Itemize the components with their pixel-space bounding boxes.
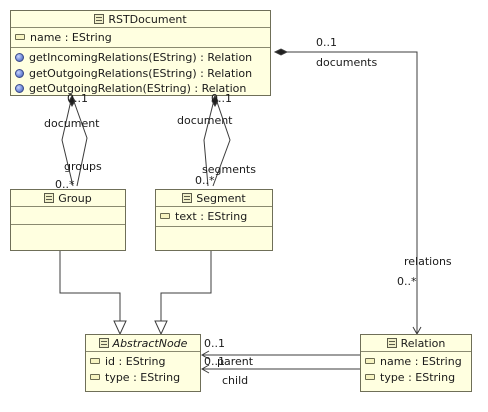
attribute-section: id : EString type : EString — [86, 352, 200, 387]
class-segment[interactable]: Segment text : EString — [155, 189, 273, 251]
segments-composition-diamond — [211, 95, 219, 107]
relations-multiplicity: 0..* — [397, 275, 417, 288]
class-header: AbstractNode — [86, 335, 200, 352]
operation-icon — [15, 68, 24, 78]
attribute-text: type : EString — [380, 370, 456, 384]
class-header: Relation — [361, 335, 471, 352]
attribute-text: id : EString — [105, 354, 166, 368]
attribute-icon — [15, 34, 25, 40]
attribute-icon — [365, 374, 375, 380]
class-header: Group — [11, 190, 125, 207]
class-header: RSTDocument — [11, 11, 270, 28]
attribute-row[interactable]: type : EString — [86, 369, 200, 385]
segments-role: segments — [202, 163, 256, 176]
child-multiplicity: 0..1 — [204, 355, 225, 368]
attribute-text: name : EString — [380, 354, 462, 368]
segments-document-role: document — [177, 114, 233, 127]
attribute-icon — [90, 374, 100, 380]
class-relation[interactable]: Relation name : EString type : EString — [360, 334, 472, 392]
attribute-row[interactable]: name : EString — [11, 29, 270, 45]
class-icon — [98, 338, 109, 348]
class-name: Relation — [400, 336, 446, 350]
segments-association-line-1[interactable] — [212, 95, 231, 187]
operation-section — [11, 225, 125, 228]
relations-document-multiplicity: 0..1 — [316, 36, 337, 49]
attribute-row[interactable]: name : EString — [361, 353, 471, 369]
segments-multiplicity-bottom: 0..* — [195, 174, 215, 187]
operation-section — [156, 227, 272, 230]
operation-text: getOutgoingRelations(EString) : Relation — [29, 66, 253, 80]
class-name: Group — [58, 191, 92, 205]
attribute-row[interactable]: id : EString — [86, 353, 200, 369]
operation-text: getIncomingRelations(EString) : Relation — [29, 50, 253, 64]
groups-multiplicity-top: 0..1 — [67, 92, 88, 105]
operation-row[interactable]: getIncomingRelations(EString) : Relation — [11, 49, 270, 65]
attribute-text: name : EString — [30, 30, 112, 44]
operation-section: getIncomingRelations(EString) : Relation… — [11, 48, 270, 97]
class-icon — [94, 14, 105, 24]
operation-icon — [15, 52, 24, 62]
operation-icon — [15, 83, 24, 93]
relations-association-line[interactable] — [276, 51, 418, 334]
class-group[interactable]: Group — [10, 189, 126, 251]
relations-composition-diamond — [273, 48, 289, 56]
attribute-text: type : EString — [105, 370, 181, 384]
operation-row[interactable]: getOutgoingRelations(EString) : Relation — [11, 65, 270, 81]
group-generalization-triangle — [113, 320, 127, 336]
segment-generalization-line[interactable] — [160, 251, 212, 321]
attribute-section: name : EString type : EString — [361, 352, 471, 387]
relations-role: relations — [404, 255, 452, 268]
operation-row[interactable]: getOutgoingRelation(EString) : Relation — [11, 81, 270, 95]
attribute-icon — [90, 358, 100, 364]
attribute-row[interactable]: text : EString — [156, 208, 272, 224]
groups-association-line-1[interactable] — [71, 95, 88, 187]
class-rst-document[interactable]: RSTDocument name : EString getIncomingRe… — [10, 10, 271, 96]
child-role: child — [222, 374, 249, 387]
groups-document-role: document — [44, 117, 100, 130]
groups-association-line-2[interactable] — [61, 95, 74, 187]
attribute-text: text : EString — [175, 209, 248, 223]
parent-multiplicity: 0..1 — [204, 337, 225, 350]
parent-arrow-head — [200, 350, 210, 360]
group-generalization-line[interactable] — [59, 251, 121, 321]
class-abstract-node[interactable]: AbstractNode id : EString type : EString — [85, 334, 201, 392]
class-name: Segment — [196, 191, 246, 205]
groups-role: groups — [64, 160, 102, 173]
attribute-icon — [365, 358, 375, 364]
segment-generalization-triangle — [154, 320, 168, 336]
groups-composition-diamond — [68, 95, 76, 107]
class-name: RSTDocument — [108, 12, 187, 26]
attribute-section: name : EString — [11, 28, 270, 48]
attribute-icon — [160, 213, 170, 219]
segments-association-line-2[interactable] — [203, 95, 216, 187]
parent-role: parent — [217, 355, 254, 368]
segments-multiplicity-top: 0..1 — [211, 92, 232, 105]
groups-multiplicity-bottom: 0..* — [55, 178, 75, 191]
child-arrow-head — [200, 364, 210, 374]
class-icon — [182, 193, 193, 203]
attribute-row[interactable]: type : EString — [361, 369, 471, 385]
class-icon — [386, 338, 397, 348]
attribute-section: text : EString — [156, 207, 272, 227]
relations-documents-role: documents — [316, 56, 378, 69]
attribute-section — [11, 207, 125, 225]
class-name: AbstractNode — [112, 336, 188, 350]
class-icon — [44, 193, 55, 203]
class-header: Segment — [156, 190, 272, 207]
operation-text: getOutgoingRelation(EString) : Relation — [29, 81, 247, 95]
